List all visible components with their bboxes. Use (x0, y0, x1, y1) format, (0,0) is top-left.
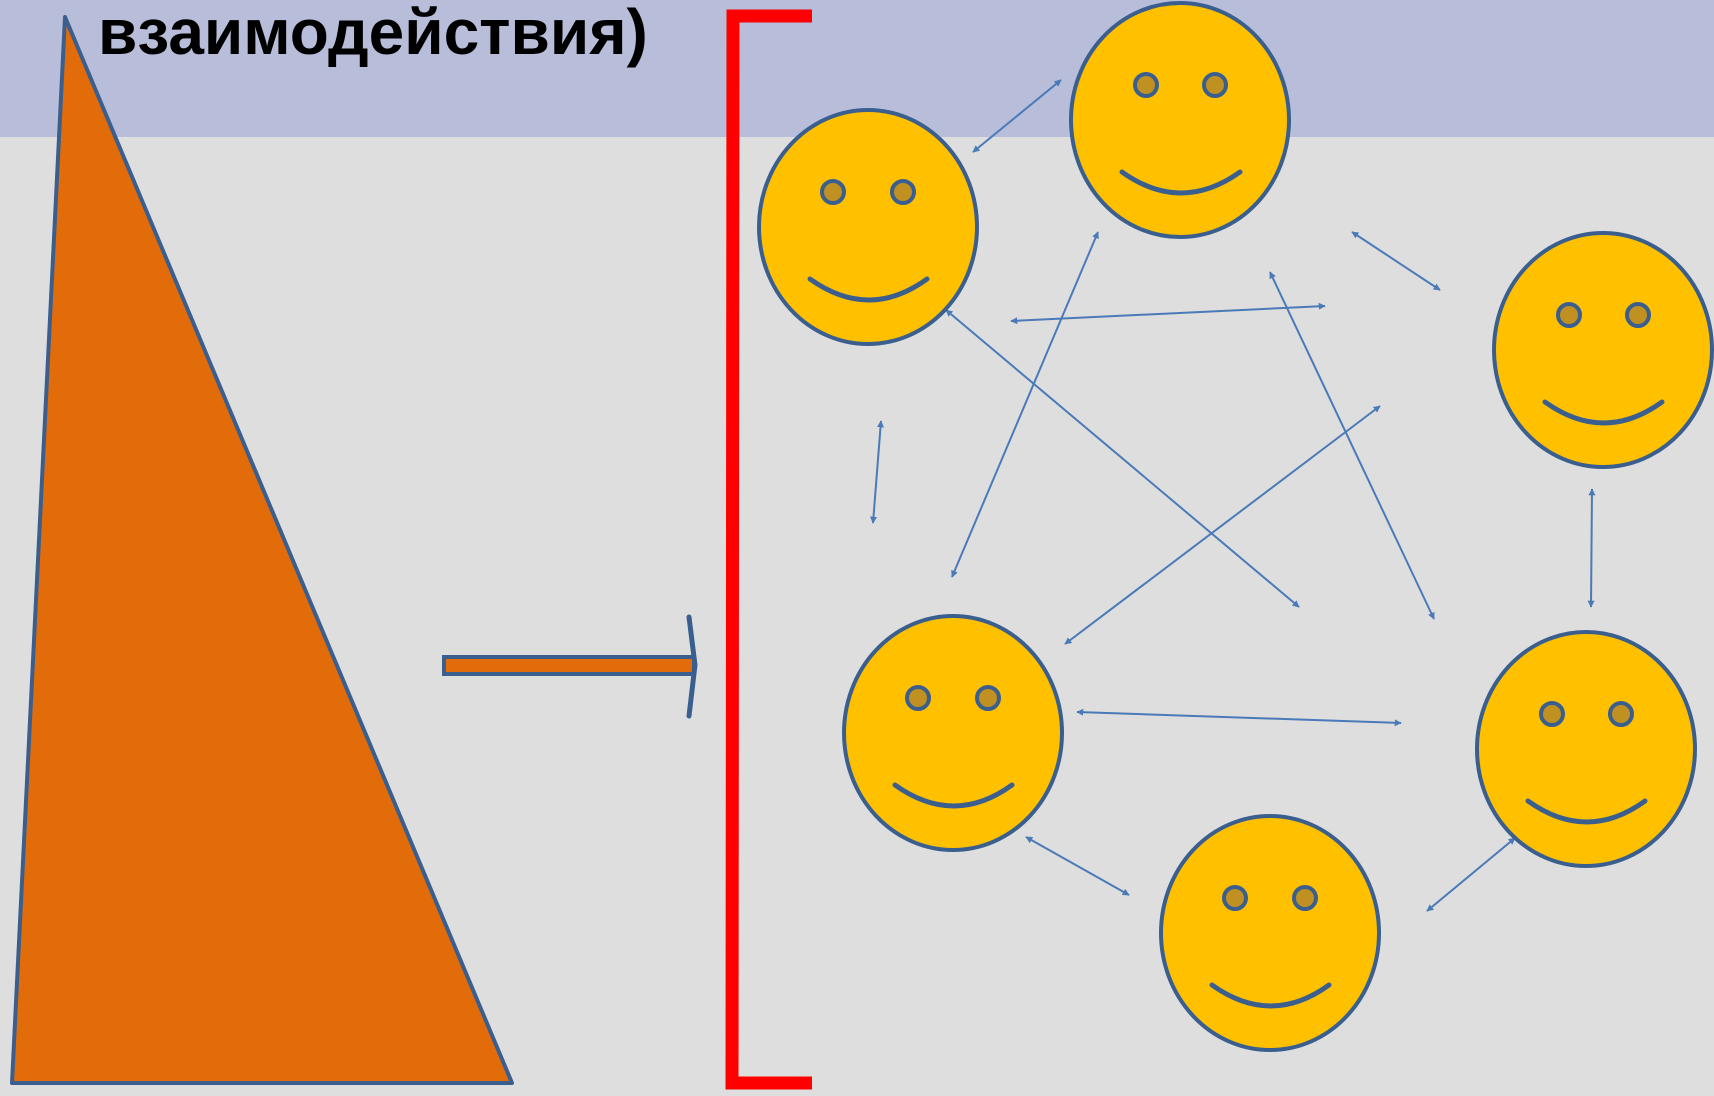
connector-line (1064, 405, 1381, 645)
connector-line (951, 231, 1099, 578)
smiley-icon (1069, 1, 1291, 239)
smiley-icon (1492, 231, 1714, 469)
smiley-icon (842, 614, 1064, 852)
connectors (870, 79, 1596, 912)
slide-title: взаимодействия) (98, 0, 648, 68)
connector-line (1025, 836, 1130, 896)
connector-line (1010, 302, 1326, 325)
triangle-shape (10, 15, 514, 1085)
connector-line (972, 79, 1062, 153)
connector-line (1426, 837, 1516, 912)
smiley-icon (1475, 630, 1697, 868)
connector-line (945, 309, 1300, 608)
bracket-shape (725, 9, 812, 1090)
smiley-icon (757, 108, 979, 346)
connector-line (1076, 708, 1402, 727)
smiley-icon (1159, 814, 1381, 1052)
connector-line (1269, 271, 1435, 620)
arrow-shape (442, 614, 698, 719)
connector-line (870, 420, 884, 524)
connector-line (1351, 231, 1441, 291)
connector-line (1587, 488, 1596, 608)
